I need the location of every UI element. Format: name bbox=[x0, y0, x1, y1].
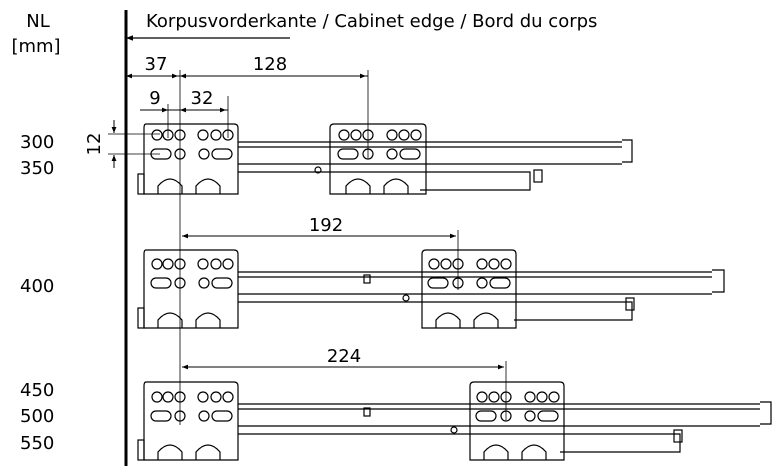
length-550: 550 bbox=[20, 433, 54, 454]
dimension-224 bbox=[182, 361, 507, 420]
dim-224-label: 224 bbox=[327, 346, 361, 367]
length-500: 500 bbox=[20, 406, 54, 427]
dimension-9-32 bbox=[140, 96, 229, 138]
runner-300-350 bbox=[137, 123, 633, 195]
nl-unit-label: [mm] bbox=[11, 36, 60, 57]
length-400: 400 bbox=[20, 276, 54, 297]
length-450: 450 bbox=[20, 380, 54, 401]
length-350: 350 bbox=[20, 158, 54, 179]
dim-32-label: 32 bbox=[191, 88, 214, 109]
dim-9-label: 9 bbox=[149, 88, 160, 109]
nl-label: NL bbox=[26, 11, 50, 32]
dim-128-label: 128 bbox=[253, 54, 287, 75]
dimension-192 bbox=[182, 230, 459, 290]
length-300: 300 bbox=[20, 132, 54, 153]
cabinet-edge-label: Korpusvorderkante / Cabinet edge / Bord … bbox=[146, 11, 597, 32]
dim-192-label: 192 bbox=[309, 215, 343, 236]
runner-450-500-550 bbox=[137, 381, 772, 461]
dimension-12 bbox=[108, 120, 160, 168]
dim-37-label: 37 bbox=[145, 54, 168, 75]
dimension-37-128 bbox=[126, 70, 369, 158]
dim-12-label: 12 bbox=[84, 133, 105, 156]
runner-400 bbox=[137, 249, 725, 329]
